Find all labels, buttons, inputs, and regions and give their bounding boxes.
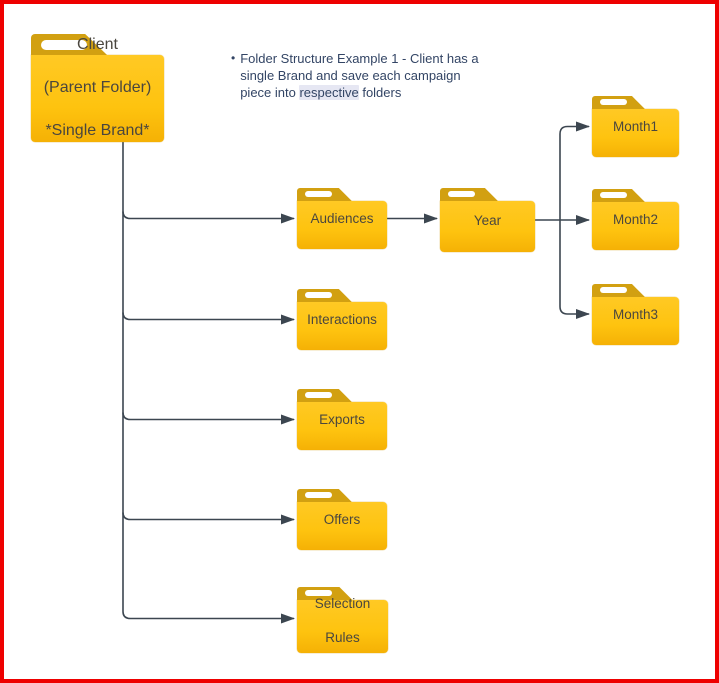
folder-tab-icon (297, 389, 353, 403)
folder-body (297, 201, 387, 249)
folder-label: Offers (323, 512, 361, 527)
folder-tab-icon (592, 189, 646, 203)
folder-month2[interactable]: Month2 (592, 189, 679, 250)
folder-label-line: Selection (314, 595, 371, 611)
annotation-line-3: piece into respective folders (240, 85, 402, 100)
folder-body (297, 502, 387, 550)
folder-slot-icon (41, 40, 87, 50)
folder-label: Month1 (612, 119, 659, 134)
folder-label-line: Client (77, 36, 118, 54)
folder-slot-icon (305, 292, 332, 298)
folder-label: Selection Rules (315, 578, 371, 663)
folder-label: Interactions (307, 312, 377, 327)
folder-label: Year (473, 212, 502, 228)
folder-tab-icon (440, 188, 499, 202)
folder-body (297, 402, 387, 450)
edge-client-offers (122, 512, 295, 525)
folder-body (31, 55, 164, 142)
folder-body (297, 600, 388, 653)
folder-audiences[interactable]: Audiences (297, 188, 387, 249)
folder-label-line: (Parent Folder) (43, 79, 152, 97)
folder-slot-icon (305, 590, 332, 596)
folder-offers[interactable]: Offers (297, 489, 387, 550)
folder-body (592, 109, 679, 157)
folder-tab-icon (592, 284, 646, 298)
folder-slot-icon (305, 492, 332, 498)
annotation-line-1: Folder Structure Example 1 - Client has … (240, 51, 479, 66)
folder-label: Client (Parent Folder) *Single Brand* (44, 13, 152, 164)
folder-label-line: *Single Brand* (45, 122, 150, 140)
folder-month1[interactable]: Month1 (592, 96, 679, 157)
annotation-note: • Folder Structure Example 1 - Client ha… (231, 50, 479, 101)
edge-year-month1 (559, 121, 590, 220)
folder-body (592, 297, 679, 345)
folder-selection-rules[interactable]: Selection Rules (297, 587, 388, 653)
folder-tab-icon (31, 34, 108, 56)
edge-client-interactions (122, 312, 295, 325)
folder-tab-icon (592, 96, 646, 110)
folder-tab-icon (297, 188, 353, 202)
annotation-text: Folder Structure Example 1 - Client has … (240, 50, 479, 101)
folder-body (440, 201, 535, 252)
folder-tab-icon (297, 489, 353, 503)
highlighted-word: respective (299, 85, 359, 100)
folder-tab-icon (297, 587, 353, 601)
edge-client-selection-rules (122, 142, 295, 624)
folder-slot-icon (305, 191, 332, 197)
folder-slot-icon (600, 192, 627, 198)
folder-label: Month2 (612, 212, 659, 227)
folder-slot-icon (600, 99, 627, 105)
folder-year[interactable]: Year (440, 188, 535, 252)
annotation-line-2: single Brand and save each campaign (240, 68, 461, 83)
folder-body (592, 202, 679, 250)
edge-client-exports (122, 412, 295, 425)
folder-slot-icon (448, 191, 475, 197)
bullet-icon: • (231, 51, 236, 65)
folder-slot-icon (600, 287, 627, 293)
folder-month3[interactable]: Month3 (592, 284, 679, 345)
folder-tab-icon (297, 289, 353, 303)
edge-year-month3 (559, 220, 590, 319)
edge-client-audiences (122, 211, 295, 224)
folder-slot-icon (305, 392, 332, 398)
folder-label: Month3 (612, 307, 659, 322)
folder-label: Exports (319, 412, 365, 427)
folder-interactions[interactable]: Interactions (297, 289, 387, 350)
folder-label-line: Rules (325, 629, 360, 645)
folder-label: Audiences (310, 211, 374, 226)
folder-client[interactable]: Client (Parent Folder) *Single Brand* (31, 34, 164, 142)
folder-exports[interactable]: Exports (297, 389, 387, 450)
folder-body (297, 302, 387, 350)
